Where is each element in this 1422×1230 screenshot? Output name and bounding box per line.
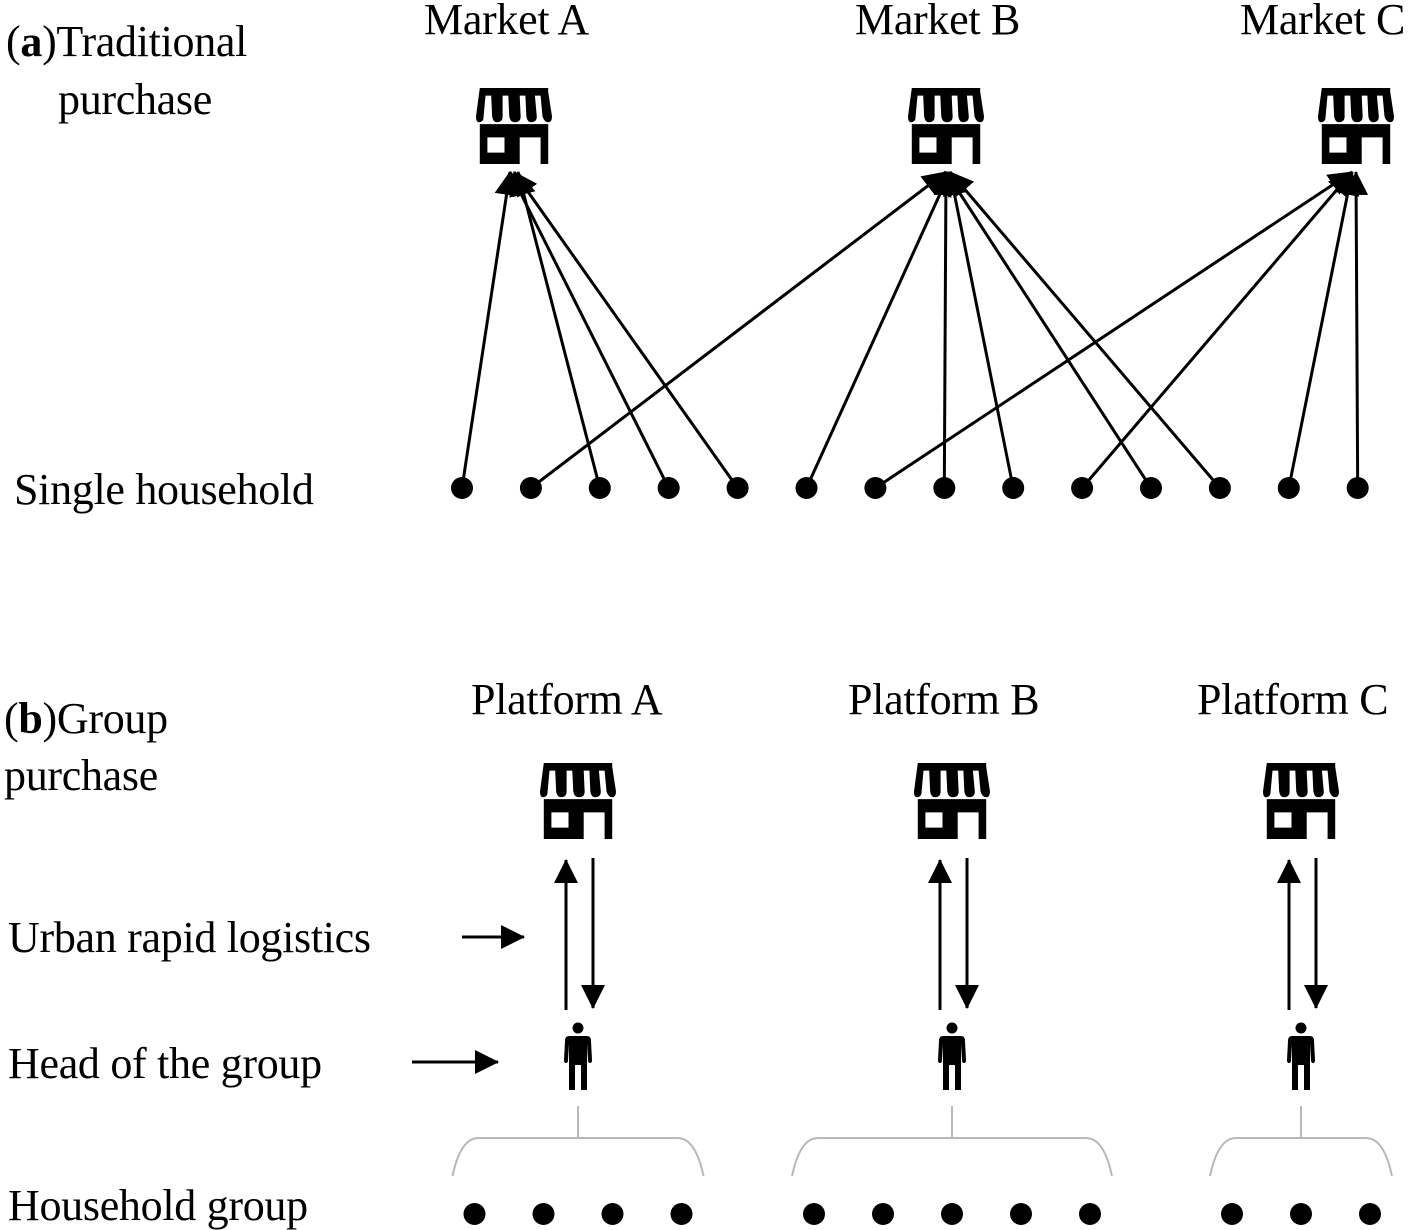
market-b-store-icon [908,88,984,164]
platform-b-store-icon [914,763,990,839]
household-dot [1071,477,1094,499]
household-7-to-market-c-arrow [874,170,1353,490]
platform-a-head-person-icon [564,1022,592,1090]
group-household-dot [1221,1203,1243,1225]
household-dot [657,477,680,499]
platform-a-group-bracket [451,1106,705,1177]
panel-b-letter: b [18,694,43,743]
platform-c-column [1209,763,1393,1225]
household-10-to-market-c-arrow [1080,171,1354,489]
panel-a-households [451,477,1369,499]
panel-a-title-line1: Traditional [56,17,248,66]
household-dot [588,477,611,499]
group-household-dot [463,1203,486,1225]
group-household-dot [941,1203,963,1225]
household-group-label: Household group [8,1181,308,1230]
panel-a-connections [460,170,1369,490]
panel-b-diagram [451,763,1393,1225]
panel-a-label: (a)Traditional [6,17,248,66]
platform-c-store-icon [1263,763,1339,839]
market-b-label: Market B [855,0,1021,44]
platform-c-head-person-icon [1287,1022,1315,1090]
household-dot [933,477,956,499]
platform-b-column [791,763,1113,1225]
household-dot [1346,477,1369,499]
single-household-label: Single household [14,465,314,514]
platform-a-store-icon [540,763,616,839]
panel-a-markets [476,88,1394,164]
household-dot [519,477,542,499]
household-1-to-market-a-arrow [460,171,519,489]
panel-b-label: (b)Group [4,694,168,743]
household-5-to-market-a-arrow [512,171,739,489]
panel-a-letter: a [20,17,43,66]
market-c-store-icon [1318,88,1394,164]
group-household-dot [872,1203,894,1225]
head-of-group-label: Head of the group [8,1039,322,1088]
group-household-dot [532,1203,555,1225]
household-dot [1002,477,1025,499]
household-8-to-market-b-arrow [933,171,958,489]
household-13-to-market-c-arrow [1287,171,1360,489]
platform-b-head-person-icon [938,1022,966,1090]
household-dot [864,477,887,499]
platform-a-column [451,763,705,1225]
household-12-to-market-b-arrow [948,171,1222,489]
group-household-dot [1010,1203,1032,1225]
logistics-label: Urban rapid logistics [8,913,371,962]
group-household-dot [1079,1203,1101,1225]
panel-b-title-line2: purchase [4,751,158,800]
group-household-dot [1290,1203,1312,1225]
group-household-dot [601,1203,624,1225]
household-dot [795,477,818,499]
group-household-dot [670,1203,693,1225]
market-c-label: Market C [1240,0,1406,44]
household-dot [1208,477,1231,499]
household-3-to-market-a-arrow [512,171,602,489]
group-household-dot [1359,1203,1381,1225]
panel-a-title-line2: purchase [58,75,212,124]
household-11-to-market-b-arrow [944,171,1153,489]
household-dot [726,477,749,499]
platform-b-group-bracket [791,1106,1113,1177]
platform-c-label: Platform C [1197,675,1389,724]
platform-b-label: Platform B [848,675,1040,724]
household-dot [451,477,473,499]
household-4-to-market-a-arrow [508,171,671,489]
household-14-to-market-c-arrow [1344,171,1369,489]
platform-c-group-bracket [1209,1106,1393,1177]
market-a-store-icon [476,88,552,164]
household-6-to-market-b-arrow [805,171,952,489]
group-household-dot [803,1203,825,1225]
household-9-to-market-b-arrow [942,171,1015,489]
household-2-to-market-b-arrow [529,170,947,490]
household-dot [1277,477,1300,499]
market-a-label: Market A [424,0,590,44]
household-dot [1140,477,1162,499]
platform-a-label: Platform A [471,675,663,724]
panel-b-title-line1: Group [56,694,168,743]
